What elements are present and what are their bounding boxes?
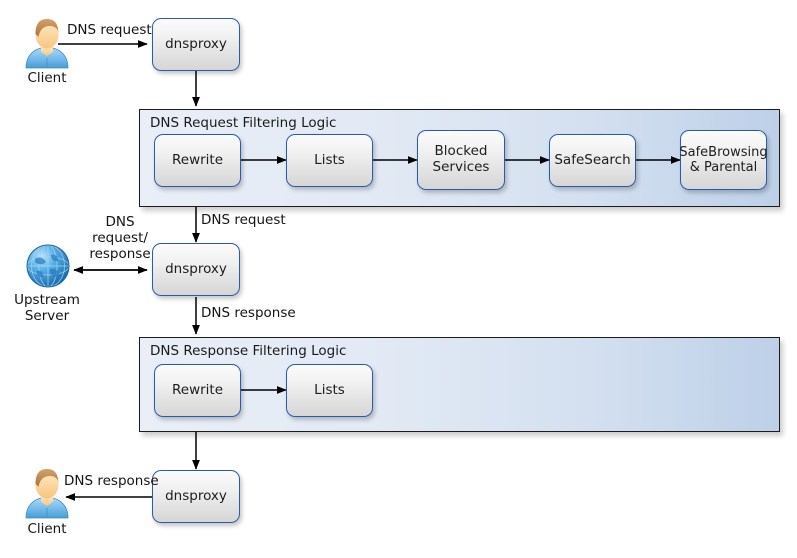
edge-label-proxy-to-client: DNS response <box>64 473 159 489</box>
dnsproxy-top-label: dnsproxy <box>165 35 227 52</box>
globe-icon <box>26 244 70 288</box>
edge-label-upstream-exchange-line2: request/ <box>92 230 148 247</box>
caption-upstream-server-line2: Server <box>24 308 70 325</box>
dnsproxy-mid-label: dnsproxy <box>165 260 227 277</box>
stage-rewrite-response[interactable]: Rewrite <box>154 364 241 417</box>
group-response-filtering: DNS Response Filtering Logic <box>139 337 780 432</box>
stage-safebrowsing-parental-label-line1: SafeBrowsing <box>679 144 768 160</box>
edge-label-proxy-to-request-filter: DNS request <box>201 212 286 228</box>
stage-lists-response-label: Lists <box>314 381 345 398</box>
dnsproxy-bottom[interactable]: dnsproxy <box>152 470 240 523</box>
dnsproxy-bottom-label: dnsproxy <box>165 487 227 504</box>
stage-blocked-services-label-line1: Blocked <box>434 143 488 160</box>
stage-rewrite-request-label: Rewrite <box>171 151 224 168</box>
stage-blocked-services[interactable]: Blocked Services <box>417 130 505 190</box>
stage-safebrowsing-parental-label-line2: & Parental <box>689 160 758 175</box>
group-response-filtering-title: DNS Response Filtering Logic <box>150 343 347 359</box>
user-avatar-icon-top <box>25 19 69 69</box>
caption-upstream-server-line1: Upstream <box>14 292 80 308</box>
stage-rewrite-response-label: Rewrite <box>171 381 224 398</box>
edge-label-upstream-exchange-line1: DNS <box>105 214 135 230</box>
stage-lists-request-label: Lists <box>314 151 345 168</box>
stage-safebrowsing-parental[interactable]: SafeBrowsing & Parental <box>679 130 768 190</box>
group-request-filtering-title: DNS Request Filtering Logic <box>150 115 337 131</box>
caption-client-bottom: Client <box>27 521 67 537</box>
stage-safesearch[interactable]: SafeSearch <box>549 134 636 187</box>
caption-upstream-server: Upstream Server <box>4 292 90 324</box>
edge-label-proxy-to-response-filter: DNS response <box>201 305 296 321</box>
edge-label-client-to-proxy: DNS request <box>67 22 152 38</box>
dnsproxy-mid[interactable]: dnsproxy <box>152 243 240 296</box>
user-avatar-icon-bottom <box>25 469 69 519</box>
stage-rewrite-request[interactable]: Rewrite <box>154 134 241 187</box>
stage-safesearch-label: SafeSearch <box>554 151 631 168</box>
caption-client-top: Client <box>27 70 67 86</box>
stage-lists-response[interactable]: Lists <box>286 364 373 417</box>
edge-label-upstream-exchange-line3: response <box>89 246 151 263</box>
stage-blocked-services-label-line2: Services <box>432 159 490 175</box>
edge-label-upstream-exchange: DNS request/ response <box>80 214 160 263</box>
dnsproxy-top[interactable]: dnsproxy <box>152 18 240 71</box>
